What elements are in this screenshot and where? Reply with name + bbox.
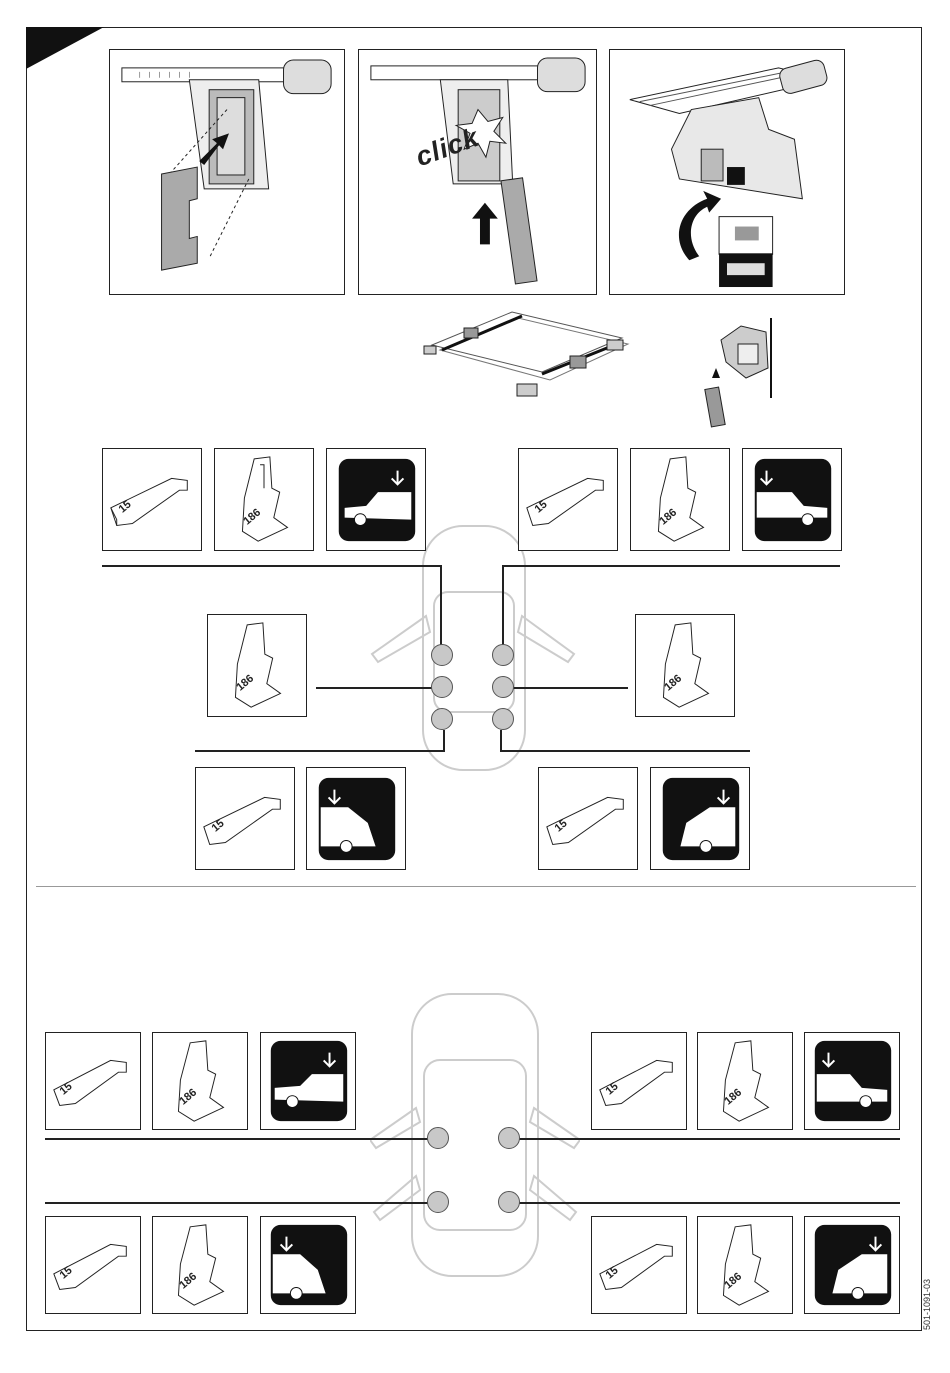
car-side-icon-front xyxy=(260,1032,356,1130)
foot-pad-15-tile: 15 xyxy=(591,1216,687,1314)
mount-point xyxy=(498,1127,520,1149)
mount-point xyxy=(431,708,453,730)
step-panel-click-in: click xyxy=(358,49,597,295)
mount-point xyxy=(427,1191,449,1213)
foot-pad-15-tile: 15 xyxy=(102,448,202,551)
bracket-186-tile: 186 xyxy=(207,614,307,717)
leader-line xyxy=(45,1138,439,1140)
corner-marker xyxy=(26,27,106,71)
mount-point xyxy=(498,1191,520,1213)
roof-bars-diagram xyxy=(412,300,652,402)
leader-line xyxy=(45,1202,439,1204)
mount-point xyxy=(427,1127,449,1149)
mount-point xyxy=(431,676,453,698)
leader-line xyxy=(502,565,504,653)
car-side-icon-rear xyxy=(650,767,750,870)
foot-pad-15-tile: 15 xyxy=(518,448,618,551)
bracket-186-tile: 186 xyxy=(214,448,314,551)
section-divider xyxy=(36,886,916,887)
leader-line xyxy=(510,687,628,689)
car-side-icon-front xyxy=(804,1032,900,1130)
step-panel-adjust xyxy=(609,49,845,295)
bracket-186-tile: 186 xyxy=(152,1216,248,1314)
bracket-186-tile: 186 xyxy=(697,1032,793,1130)
bracket-186-tile: 186 xyxy=(635,614,735,717)
bracket-186-tile: 186 xyxy=(152,1032,248,1130)
car-side-icon-rear xyxy=(306,767,406,870)
leader-line xyxy=(443,730,445,751)
foot-pad-15-tile: 15 xyxy=(195,767,295,870)
car-top-view-upper xyxy=(368,522,580,776)
car-side-icon-rear xyxy=(804,1216,900,1314)
step-panel-insert-pad xyxy=(109,49,345,295)
foot-pad-15-tile: 15 xyxy=(538,767,638,870)
leader-line xyxy=(510,1138,900,1140)
leader-line xyxy=(500,750,750,752)
foot-pad-15-tile: 15 xyxy=(45,1216,141,1314)
foot-pad-15-tile: 15 xyxy=(591,1032,687,1130)
car-top-view-lower xyxy=(370,990,580,1280)
mount-point xyxy=(492,644,514,666)
foot-pad-15-tile: 15 xyxy=(45,1032,141,1130)
leader-line xyxy=(500,730,502,751)
document-id: 501-1091-03 xyxy=(922,1279,932,1330)
mount-point xyxy=(431,644,453,666)
car-side-icon-rear xyxy=(260,1216,356,1314)
foot-mount-diagram xyxy=(696,318,786,430)
car-side-icon-front xyxy=(326,448,426,551)
leader-line xyxy=(502,565,840,567)
mount-point xyxy=(492,708,514,730)
car-side-icon-front xyxy=(742,448,842,551)
leader-line xyxy=(195,750,445,752)
leader-line xyxy=(316,687,434,689)
bracket-186-tile: 186 xyxy=(630,448,730,551)
leader-line xyxy=(440,565,442,653)
leader-line xyxy=(510,1202,900,1204)
bracket-186-tile: 186 xyxy=(697,1216,793,1314)
mount-point xyxy=(492,676,514,698)
leader-line xyxy=(102,565,442,567)
